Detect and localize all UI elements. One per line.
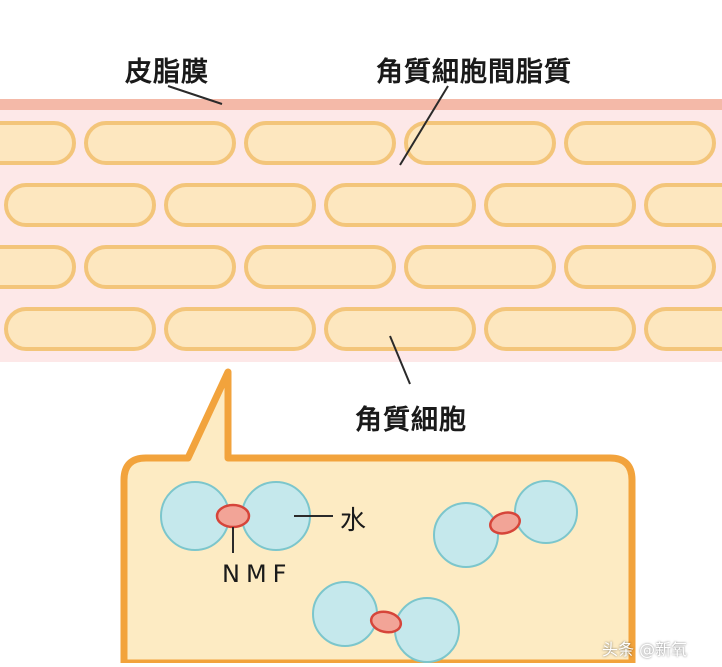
corneocyte-cell [404, 121, 556, 165]
nmf-label: NMF [222, 560, 293, 588]
corneocyte-cell [4, 183, 156, 227]
zoom-bubble [120, 368, 636, 667]
corneocyte-cell [244, 121, 396, 165]
molecule-3 [312, 581, 460, 663]
nmf-molecule [215, 503, 251, 529]
sebum-membrane-strip [0, 99, 722, 110]
corneocyte-leader-line [389, 335, 411, 385]
corneocyte-cell [644, 183, 722, 227]
corneocyte-cell [0, 121, 76, 165]
corneocyte-cell [324, 307, 476, 351]
corneocyte-cell [84, 245, 236, 289]
sebum-leader-line [167, 85, 223, 105]
sebum-membrane-label: 皮脂膜 [125, 57, 209, 88]
molecule-1 [160, 481, 311, 551]
water-molecule [514, 480, 578, 544]
water-label: 水 [340, 506, 367, 536]
corneocyte-cell [164, 183, 316, 227]
corneocyte-cell [484, 183, 636, 227]
nmf-molecule [489, 511, 521, 535]
corneocyte-cell [324, 183, 476, 227]
corneocyte-cell [4, 307, 156, 351]
water-molecule [394, 597, 460, 663]
corneocyte-cells [0, 121, 722, 351]
molecule-2 [433, 480, 578, 568]
corneocyte-cell [564, 121, 716, 165]
corneocyte-cell [244, 245, 396, 289]
corneocyte-label: 角質細胞 [355, 405, 467, 436]
lipid-leader-line [399, 85, 449, 166]
corneocyte-cell [404, 245, 556, 289]
intercellular-lipid-label: 角質細胞間脂質 [376, 57, 572, 88]
corneocyte-cell [484, 307, 636, 351]
corneocyte-cell [644, 307, 722, 351]
water-molecule [312, 581, 378, 647]
corneocyte-cell [564, 245, 716, 289]
watermark-text: 头条 @新氧 [602, 640, 688, 659]
water-molecule [433, 502, 499, 568]
corneocyte-cell [84, 121, 236, 165]
corneocyte-cell [0, 245, 76, 289]
corneocyte-cell [164, 307, 316, 351]
nmf-molecule [369, 610, 403, 634]
